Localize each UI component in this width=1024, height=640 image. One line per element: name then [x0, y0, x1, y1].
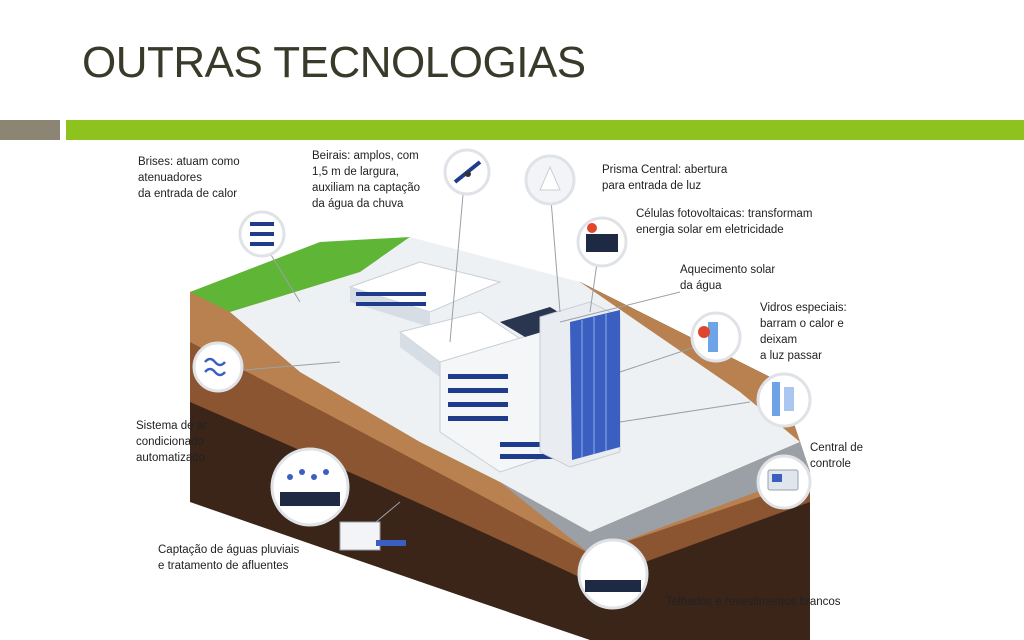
road — [500, 442, 810, 554]
label-aquecimento: Aquecimento solar da água — [680, 264, 776, 292]
brise-icon — [238, 210, 286, 258]
low-building-facade — [350, 287, 430, 327]
label-prisma: Prisma Central: abertura para entrada de… — [602, 164, 728, 192]
main-block-windows — [448, 374, 560, 459]
glass-icon — [690, 311, 742, 363]
label-ar: Sistema de ar condicionado automatizado — [136, 420, 207, 464]
treatment-box-icon — [339, 521, 406, 551]
label-central: Central de controle — [810, 442, 864, 470]
title-accent-bar-green — [66, 120, 1024, 140]
label-brises: Brises: atuam como atenuadores da entrad… — [138, 156, 240, 200]
beiral-icon — [443, 148, 491, 196]
solar-panel-icon — [576, 216, 628, 268]
prism-icon — [524, 154, 576, 206]
label-telhados: Telhados e revestimentos brancos — [666, 596, 841, 608]
air-conditioning-icon — [192, 341, 244, 393]
tower-glass-facade — [570, 310, 620, 460]
title-accent-bar-gray — [0, 120, 60, 140]
label-captacao: Captação de águas pluviais e tratamento … — [158, 544, 300, 572]
grass-left — [190, 237, 410, 312]
drainage-icon — [577, 538, 649, 610]
slide-title: OUTRAS TECNOLOGIAS — [82, 38, 586, 87]
label-vidros: Vidros especiais: barram o calor e deixa… — [760, 302, 847, 362]
control-panel-icon — [756, 454, 812, 510]
sustainable-building-illustration: Brises: atuam como atenuadores da entrad… — [120, 142, 880, 640]
building-illustration-svg — [120, 142, 880, 640]
rainwater-icon — [270, 447, 350, 527]
label-celulas: Células fotovoltaicas: transformam energ… — [636, 208, 813, 236]
low-building-windows — [356, 292, 426, 306]
heater-icon — [756, 372, 812, 428]
tower-glass-grid — [581, 314, 607, 457]
label-beirais: Beirais: amplos, com 1,5 m de largura, a… — [312, 150, 421, 210]
